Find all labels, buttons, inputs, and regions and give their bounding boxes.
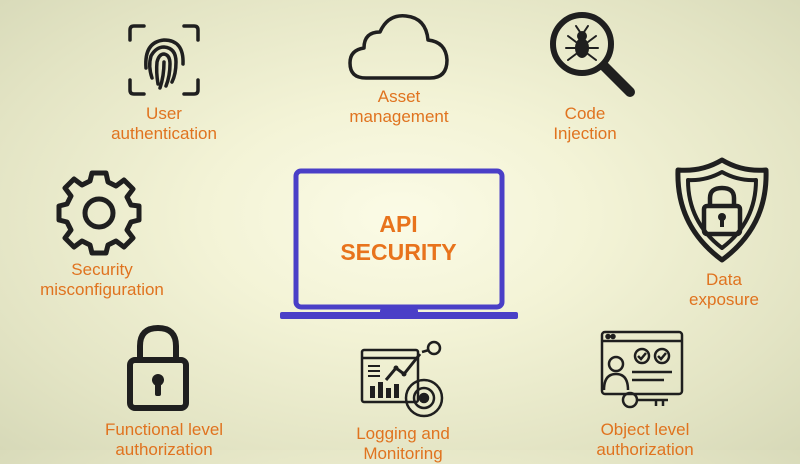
code-label: Code Injection xyxy=(553,104,617,143)
magnifier-bug-icon xyxy=(550,12,635,97)
center-title: API SECURITY xyxy=(296,210,501,266)
asset-label: Asset management xyxy=(349,87,449,126)
center-title-line2: SECURITY xyxy=(340,239,457,265)
object-label: Object level authorization xyxy=(596,420,694,459)
analytics-dashboard-icon xyxy=(360,340,444,418)
laptop-illustration xyxy=(280,168,518,319)
user-auth-label: User authentication xyxy=(111,104,217,143)
gear-icon xyxy=(56,170,142,256)
identity-key-icon xyxy=(600,330,684,409)
shield-lock-icon xyxy=(675,157,769,263)
data-label: Data exposure xyxy=(689,270,759,309)
fingerprint-icon xyxy=(128,24,200,96)
center-title-line1: API xyxy=(379,211,418,237)
security-misconfig-label: Security misconfiguration xyxy=(40,260,164,299)
logging-label: Logging and Monitoring xyxy=(356,424,450,463)
cloud-icon xyxy=(348,14,449,80)
functional-label: Functional level authorization xyxy=(104,420,224,459)
padlock-icon xyxy=(127,324,189,411)
